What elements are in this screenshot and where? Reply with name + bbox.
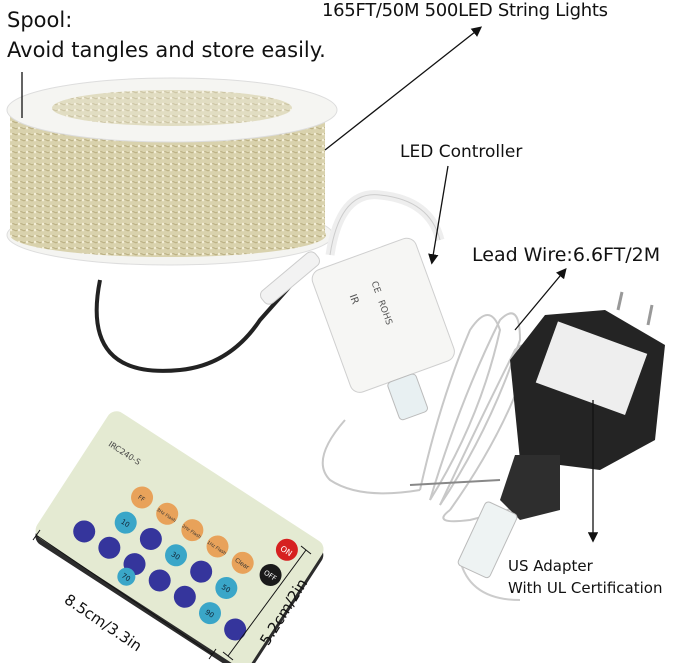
remote-control: IRC240-S ON OFF Clear 1Hz Flash 2Hz Flas… (35, 411, 324, 663)
b30-label: 30 (170, 550, 182, 562)
controller-label: LED Controller (400, 142, 523, 162)
spool (6, 77, 338, 266)
b10-label: 10 (119, 518, 131, 530)
led-controller: IR CE ROHS (311, 237, 455, 421)
b50-label: 50 (220, 583, 232, 595)
ff-button-label: FF (136, 494, 146, 504)
connector (259, 251, 321, 305)
remote-button (73, 520, 96, 543)
ce-marking: CE (369, 280, 383, 295)
annotation-arrows (21, 26, 599, 543)
adapter-label: US Adapter (508, 557, 593, 575)
b90-label: 90 (204, 608, 216, 620)
lead-wire-label: Lead Wire:6.6FT/2M (472, 244, 661, 266)
spool-description: Avoid tangles and store easily. (7, 38, 326, 62)
ir-marking: IR (347, 293, 361, 306)
controller-arrow (428, 165, 449, 265)
string-cable (94, 273, 302, 373)
product-title: 165FT/50M 500LED String Lights (322, 0, 608, 21)
leadwire-arrow (514, 268, 567, 331)
string-arrow (324, 26, 483, 151)
us-adapter (457, 291, 665, 579)
spool-title: Spool: (7, 8, 73, 32)
b70-label: 70 (120, 572, 132, 584)
dimension-lines (32, 529, 312, 661)
adapter-certification-label: With UL Certification (508, 579, 663, 597)
